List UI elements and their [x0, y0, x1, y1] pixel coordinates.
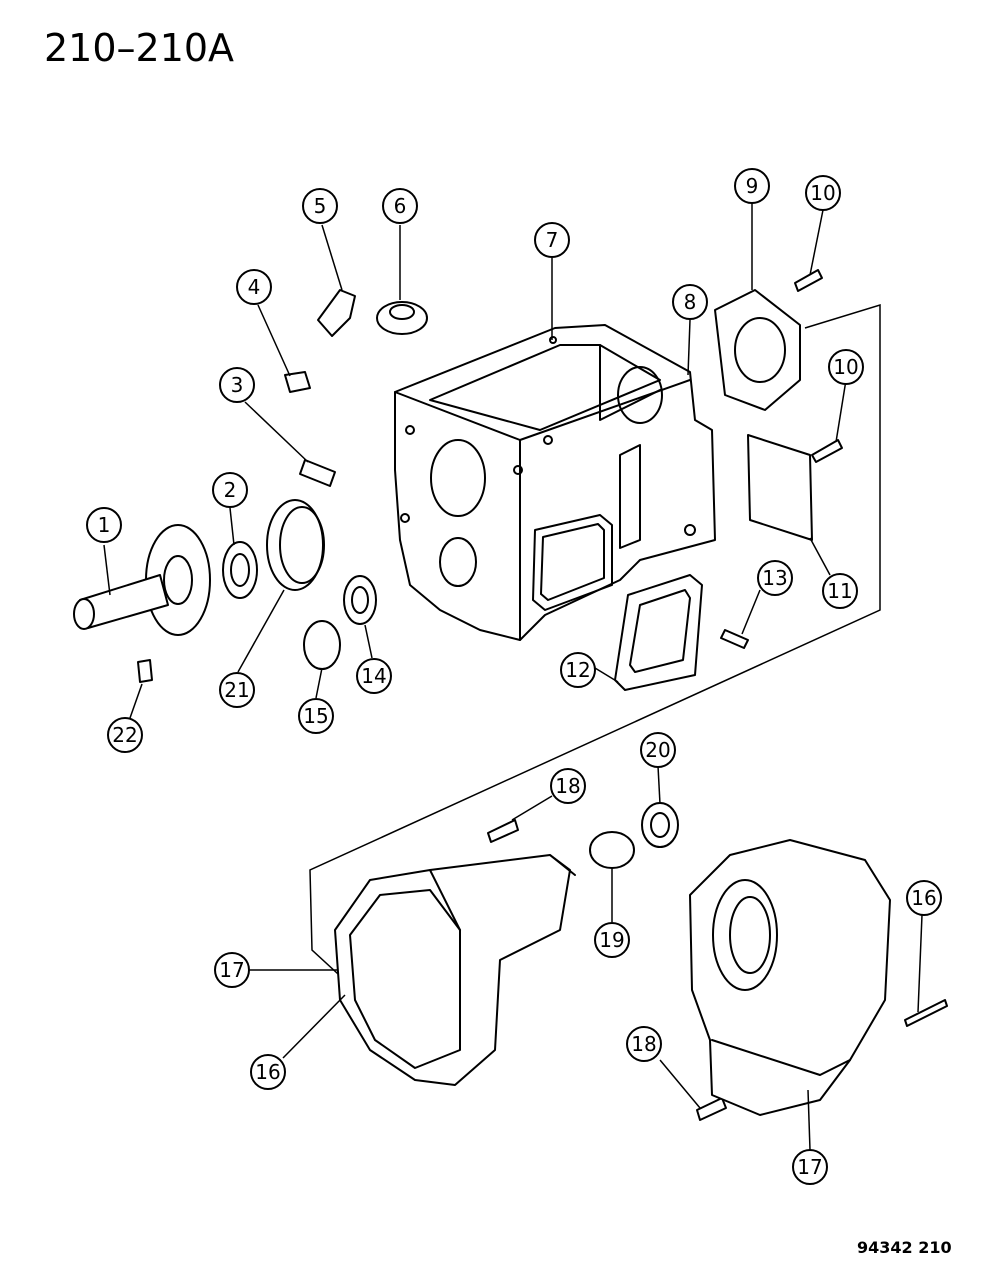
drawing-code: 94342 210	[857, 1238, 952, 1257]
callouts: 1 2 3 4 5 6 7 8 9 10 10 11 12 13 14 15 1…	[86, 168, 942, 1185]
callout-16b: 16	[906, 880, 942, 916]
callout-14: 14	[356, 658, 392, 694]
callout-6: 6	[382, 188, 418, 224]
callout-22: 22	[107, 717, 143, 753]
svg-text:18: 18	[555, 774, 580, 798]
extension-housing-left	[334, 854, 576, 1086]
seal-2	[222, 541, 258, 599]
transmission-case	[394, 324, 716, 641]
callout-15: 15	[298, 698, 334, 734]
upper-group-outline	[309, 303, 881, 986]
svg-text:3: 3	[231, 373, 244, 397]
svg-text:11: 11	[827, 579, 852, 603]
svg-text:17: 17	[219, 958, 244, 982]
callout-9: 9	[734, 168, 770, 204]
callout-4: 4	[236, 269, 272, 305]
svg-text:10: 10	[833, 355, 858, 379]
svg-text:15: 15	[303, 704, 328, 728]
callout-10a: 10	[805, 175, 841, 211]
svg-text:16: 16	[911, 886, 936, 910]
svg-text:17: 17	[797, 1155, 822, 1179]
seal-14	[343, 575, 377, 625]
switch-5	[317, 289, 356, 337]
svg-text:21: 21	[224, 678, 249, 702]
bushing-6	[376, 301, 428, 335]
leader-lines	[103, 202, 923, 1151]
svg-text:10: 10	[810, 181, 835, 205]
callout-19: 19	[594, 922, 630, 958]
cap-15	[303, 620, 341, 670]
gasket-12	[614, 574, 703, 691]
svg-text:13: 13	[762, 566, 787, 590]
callout-12: 12	[560, 652, 596, 688]
cover-9	[714, 289, 801, 411]
svg-text:9: 9	[746, 174, 759, 198]
callout-10b: 10	[828, 349, 864, 385]
svg-text:16: 16	[255, 1060, 280, 1084]
plug-3	[299, 459, 336, 487]
callout-20: 20	[640, 732, 676, 768]
svg-text:12: 12	[565, 658, 590, 682]
callout-18a: 18	[550, 768, 586, 804]
callout-5: 5	[302, 188, 338, 224]
svg-text:2: 2	[224, 478, 237, 502]
svg-text:5: 5	[314, 194, 327, 218]
callout-17b: 17	[792, 1149, 828, 1185]
bearing-retainer	[73, 524, 211, 636]
adapter-housing-right	[689, 839, 948, 1116]
callout-7: 7	[534, 222, 570, 258]
callout-11: 11	[822, 573, 858, 609]
callout-1: 1	[86, 507, 122, 543]
callout-3: 3	[219, 367, 255, 403]
callout-17a: 17	[214, 952, 250, 988]
plate-11	[747, 434, 813, 541]
svg-text:7: 7	[546, 228, 559, 252]
svg-text:22: 22	[112, 723, 137, 747]
callout-21: 21	[219, 672, 255, 708]
svg-text:4: 4	[248, 275, 261, 299]
svg-text:8: 8	[684, 290, 697, 314]
bolts	[137, 269, 843, 1121]
callout-8: 8	[672, 284, 708, 320]
callout-2: 2	[212, 472, 248, 508]
page-code: 210–210A	[44, 26, 235, 70]
plug-4	[284, 371, 311, 393]
svg-text:19: 19	[599, 928, 624, 952]
svg-text:6: 6	[394, 194, 407, 218]
bushing-19-20	[589, 802, 679, 869]
svg-text:20: 20	[645, 738, 670, 762]
svg-text:14: 14	[361, 664, 386, 688]
bearing-cup-21	[266, 499, 325, 591]
svg-text:1: 1	[98, 513, 111, 537]
callout-16a: 16	[250, 1054, 286, 1090]
callout-13: 13	[757, 560, 793, 596]
svg-text:18: 18	[631, 1032, 656, 1056]
callout-18b: 18	[626, 1026, 662, 1062]
